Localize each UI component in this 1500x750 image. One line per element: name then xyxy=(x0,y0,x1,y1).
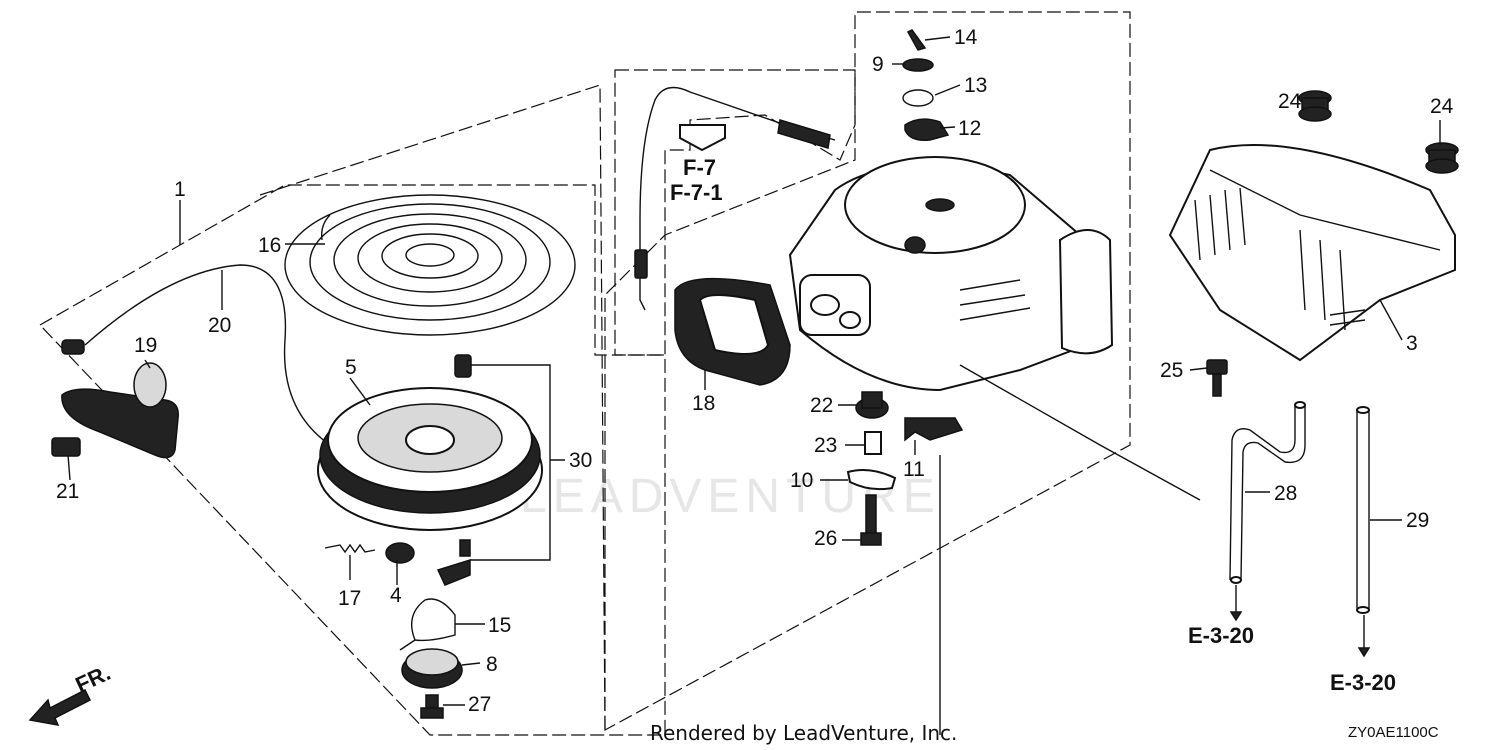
ref-e3-20-a: E-3-20 xyxy=(1188,623,1254,648)
pin xyxy=(906,29,927,51)
washer xyxy=(902,58,934,72)
callout-27: 27 xyxy=(468,693,491,716)
flange-bolt xyxy=(860,494,882,546)
grommet-b xyxy=(1425,142,1459,174)
grip-clip xyxy=(51,437,81,457)
recoil-reel xyxy=(317,354,543,531)
callout-13: 13 xyxy=(964,74,987,97)
setting-screw xyxy=(420,694,444,719)
cable-lower xyxy=(639,220,646,311)
assembly-boundary-recoil xyxy=(39,184,666,736)
cable-spring-end xyxy=(777,119,831,149)
spacer xyxy=(864,431,882,455)
side-cover xyxy=(1168,144,1456,362)
cover-bolt xyxy=(1206,359,1228,397)
collar xyxy=(855,391,889,419)
callout-28: 28 xyxy=(1274,482,1297,505)
callout-22: 22 xyxy=(810,394,833,417)
callout-18: 18 xyxy=(692,392,715,415)
assembly-boundary-cover xyxy=(604,11,1131,732)
assembly-boundary-cable xyxy=(614,69,856,356)
tube-29-outline xyxy=(1356,410,1370,610)
callout-24a: 24 xyxy=(1278,90,1302,113)
callout-21: 21 xyxy=(56,480,79,503)
ref-f7-1: F-7-1 xyxy=(670,180,723,205)
pawl-spring xyxy=(324,543,376,554)
callout-8: 8 xyxy=(486,653,498,676)
callout-12: 12 xyxy=(958,117,981,140)
front-label: FR. xyxy=(72,660,115,698)
callout-17: 17 xyxy=(338,587,361,610)
callout-23: 23 xyxy=(814,434,837,457)
ratchet-guide xyxy=(436,558,471,586)
o-ring xyxy=(902,89,934,107)
callout-29: 29 xyxy=(1406,509,1429,532)
callout-24b: 24 xyxy=(1430,95,1454,118)
front-direction-arrow: FR. xyxy=(28,660,115,726)
callout-19: 19 xyxy=(134,334,157,357)
callout-14: 14 xyxy=(954,26,978,49)
assembly-boundary-starter xyxy=(259,84,606,731)
callout-20: 20 xyxy=(208,314,231,337)
callout-5: 5 xyxy=(345,356,357,379)
callout-30: 30 xyxy=(569,449,592,472)
wire-holder xyxy=(904,417,964,442)
callout-25: 25 xyxy=(1160,359,1183,382)
render-credit: Rendered by LeadVenture, Inc. xyxy=(650,721,957,745)
rope-end-knot xyxy=(61,339,85,355)
ref-arrow-f7 xyxy=(679,124,726,152)
starter-grip xyxy=(61,362,179,459)
reel-cap xyxy=(401,648,463,689)
callout-10: 10 xyxy=(790,469,813,492)
callout-4: 4 xyxy=(390,584,402,607)
ref-e3-20-b: E-3-20 xyxy=(1330,670,1396,695)
callout-11: 11 xyxy=(903,458,925,481)
recoil-rubber-seal xyxy=(674,277,791,386)
diagram-code: ZY0AE1100C xyxy=(1348,724,1439,741)
recoil-starter-cover xyxy=(788,156,1114,392)
callout-26: 26 xyxy=(814,527,837,550)
callout-1: 1 xyxy=(174,178,186,201)
stay xyxy=(846,469,897,491)
grommet-a xyxy=(1298,90,1332,122)
ratchet-pawl xyxy=(385,542,415,564)
starter-rope xyxy=(84,264,331,446)
recoil-spring xyxy=(284,194,576,336)
callout-15: 15 xyxy=(488,614,511,637)
tube-28-outline xyxy=(1229,405,1306,581)
ref-f7: F-7 xyxy=(683,155,716,180)
control-cable xyxy=(639,86,836,221)
leader-lines xyxy=(67,36,1441,735)
callout-3: 3 xyxy=(1406,332,1418,355)
callout-9: 9 xyxy=(872,53,884,76)
friction-spring xyxy=(399,598,456,651)
callout-16: 16 xyxy=(258,234,281,257)
lever xyxy=(904,118,950,142)
